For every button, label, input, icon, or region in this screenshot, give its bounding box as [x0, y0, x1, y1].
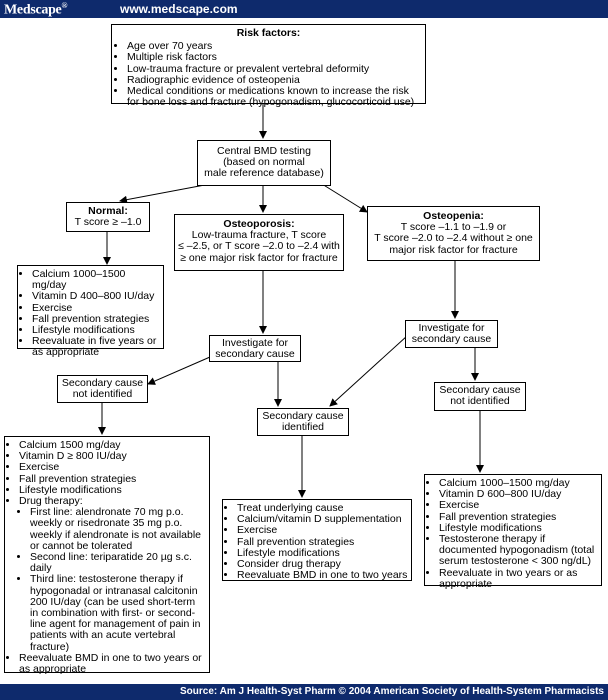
risk-factors-box: Risk factors: Age over 70 years Multiple… — [111, 24, 426, 108]
secondary-cause-not-identified-left-box: Secondary cause not identified — [57, 375, 148, 403]
list-item: Fall prevention strategies — [439, 511, 598, 523]
osteoporosis-box: Osteoporosis: Low-trauma fracture, T sco… — [174, 214, 344, 271]
list-item: Consider drug therapy — [237, 558, 408, 570]
secondary-cause-line: identified — [281, 421, 325, 434]
list-item: Vitamin D 400–800 IU/day — [32, 291, 160, 302]
secondary-cause-line: not identified — [450, 395, 510, 408]
drug-therapy-label: Drug therapy: — [19, 495, 83, 508]
osteoporosis-criteria: ≤ –2.5, or T score –2.0 to –2.4 with — [178, 240, 340, 253]
list-item: Lifestyle modifications — [32, 324, 160, 336]
osteoporosis-management-box: Calcium 1500 mg/day Vitamin D ≥ 800 IU/d… — [4, 436, 210, 675]
list-item: Fall prevention strategies — [237, 536, 408, 548]
secondary-cause-line: Secondary cause — [262, 410, 344, 422]
normal-management-list: Calcium 1000–1500 mg/day Vitamin D 400–8… — [21, 268, 160, 359]
list-item: Age over 70 years — [127, 40, 421, 52]
secondary-cause-management-list: Treat underlying cause Calcium/vitamin D… — [226, 502, 408, 581]
osteopenia-criteria: T score –1.1 to –1.9 or — [400, 221, 507, 234]
investigate-line: Investigate for — [222, 337, 288, 349]
list-item: Reevaluate in two years or as appropriat… — [439, 567, 598, 590]
normal-box: Normal: T score ≥ –1.0 — [66, 202, 150, 232]
list-item: Vitamin D 600–800 IU/day — [439, 488, 598, 500]
investigate-line: secondary cause — [215, 348, 295, 361]
investigate-secondary-cause-box: Investigate for secondary cause — [209, 335, 301, 362]
site-url[interactable]: www.medscape.com — [120, 2, 238, 16]
list-item: Low-trauma fracture or prevalent vertebr… — [127, 63, 421, 75]
list-item: Reevaluate in five years or as appropria… — [32, 336, 160, 359]
osteopenia-box: Osteopenia: T score –1.1 to –1.9 or T sc… — [367, 206, 540, 261]
list-item: Radiographic evidence of osteopenia — [127, 74, 421, 86]
list-item: Exercise — [32, 302, 160, 314]
list-item: Drug therapy: First line: alendronate 70… — [19, 495, 206, 653]
top-banner: Medscape® www.medscape.com — [0, 0, 608, 18]
osteopenia-criteria: major risk factor for fracture — [389, 243, 518, 256]
risk-factors-list: Age over 70 years Multiple risk factors … — [116, 40, 421, 108]
list-item: Lifestyle modifications — [439, 522, 598, 534]
normal-criteria: T score ≥ –1.0 — [74, 216, 142, 229]
secondary-cause-management-box: Treat underlying cause Calcium/vitamin D… — [222, 499, 412, 581]
list-item: Testosterone therapy if documented hypog… — [439, 533, 598, 568]
bottom-banner: Source: Am J Health-Syst Pharm © 2004 Am… — [0, 684, 608, 700]
list-item: Lifestyle modifications — [19, 484, 206, 496]
drug-therapy-list: First line: alendronate 70 mg p.o. weekl… — [19, 507, 206, 653]
list-item: Calcium 1000–1500 mg/day — [439, 477, 598, 489]
osteoporosis-criteria: ≥ one major risk factor for fracture — [180, 251, 338, 264]
secondary-cause-line: Secondary cause — [61, 377, 144, 389]
normal-title: Normal: — [88, 205, 128, 217]
central-bmd-line: Central BMD testing — [217, 145, 311, 157]
normal-management-box: Calcium 1000–1500 mg/day Vitamin D 400–8… — [17, 265, 164, 358]
arrow-central-to-normal — [119, 183, 211, 204]
list-item: Calcium 1500 mg/day — [19, 439, 206, 451]
list-item: Multiple risk factors — [127, 52, 421, 63]
arrow-investigate-right-to-identified — [329, 335, 408, 407]
list-item: Lifestyle modifications — [237, 547, 408, 559]
list-item: Fall prevention strategies — [19, 473, 206, 485]
arrow-central-to-osteopenia — [321, 183, 368, 213]
central-bmd-box: Central BMD testing (based on normal mal… — [197, 140, 331, 186]
list-item: Exercise — [19, 462, 206, 473]
list-item: Reevaluate BMD in one to two years — [237, 570, 408, 581]
investigate-secondary-cause-right-box: Investigate for secondary cause — [405, 320, 498, 348]
risk-factors-title: Risk factors: — [236, 27, 301, 39]
secondary-cause-line: Secondary cause — [439, 384, 521, 396]
osteoporosis-title: Osteoporosis: — [223, 218, 295, 230]
list-item: Calcium/vitamin D supplementation — [237, 513, 408, 525]
osteopenia-title: Osteopenia: — [423, 210, 484, 222]
investigate-line: Investigate for — [418, 322, 485, 334]
list-item: Fall prevention strategies — [32, 313, 160, 325]
medscape-logo: Medscape® — [4, 1, 68, 18]
list-item: Exercise — [439, 500, 598, 511]
secondary-cause-line: not identified — [72, 388, 133, 401]
list-item: Third line: testosterone therapy if hypo… — [30, 574, 206, 652]
list-item: Medical conditions or medications known … — [127, 85, 421, 108]
list-item: Vitamin D ≥ 800 IU/day — [19, 450, 206, 462]
list-item: First line: alendronate 70 mg p.o. weekl… — [30, 507, 206, 552]
list-item: Second line: teriparatide 20 µg s.c. dai… — [30, 551, 206, 574]
osteoporosis-criteria: Low-trauma fracture, T score — [191, 229, 327, 242]
osteoporosis-management-list: Calcium 1500 mg/day Vitamin D ≥ 800 IU/d… — [8, 439, 206, 675]
list-item: Treat underlying cause — [237, 502, 408, 514]
osteopenia-criteria: T score –2.0 to –2.4 without ≥ one — [374, 232, 533, 245]
osteopenia-management-list: Calcium 1000–1500 mg/day Vitamin D 600–8… — [428, 477, 598, 590]
list-item: Exercise — [237, 525, 408, 536]
central-bmd-line: (based on normal — [223, 156, 305, 169]
list-item: Calcium 1000–1500 mg/day — [32, 268, 160, 291]
source-credit: Source: Am J Health-Syst Pharm © 2004 Am… — [179, 686, 604, 697]
secondary-cause-not-identified-right-box: Secondary cause not identified — [434, 382, 526, 411]
secondary-cause-identified-box: Secondary cause identified — [257, 408, 349, 436]
investigate-line: secondary cause — [411, 333, 492, 346]
osteopenia-management-box: Calcium 1000–1500 mg/day Vitamin D 600–8… — [424, 474, 602, 590]
list-item: Reevaluate BMD in one to two years or as… — [19, 652, 206, 675]
arrow-investigate-to-notidentified — [147, 356, 211, 385]
central-bmd-line: male reference database) — [204, 167, 324, 180]
